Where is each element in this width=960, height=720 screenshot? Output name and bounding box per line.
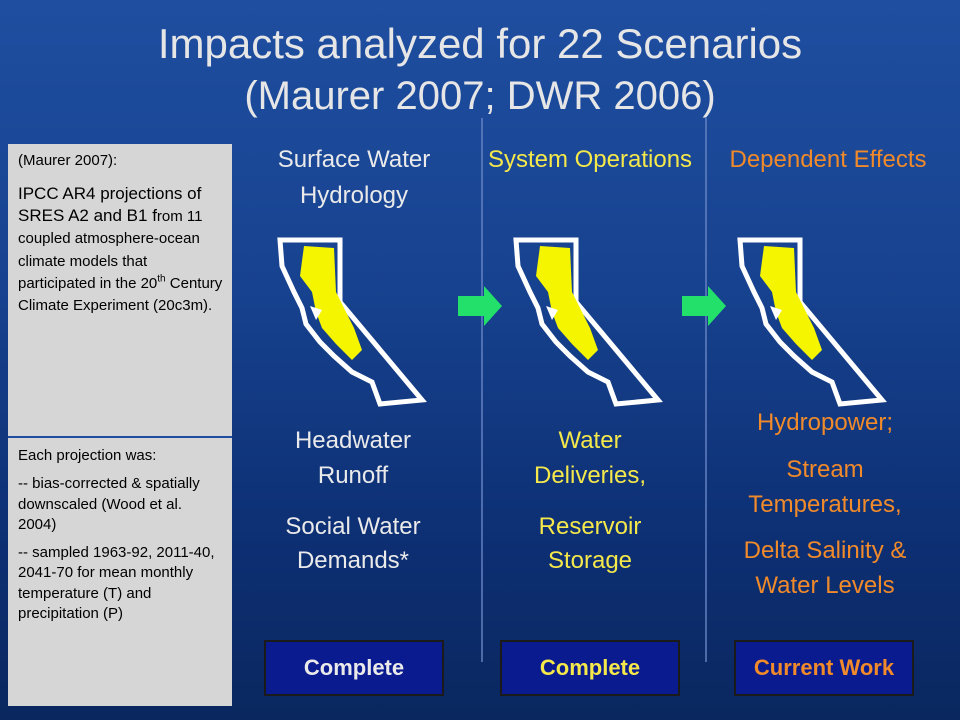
column-items-hydrology: Headwater Runoff Social Water Demands* <box>228 424 478 579</box>
sidebar-source-sup: th <box>157 273 166 285</box>
column-title-hydrology: Surface Water Hydrology <box>277 146 431 209</box>
sidebar-source-text-b: rom 11 coupled atmosphere-ocean climate … <box>18 208 203 292</box>
column-divider <box>705 118 707 662</box>
column-items-effects: Hydropower; Stream Temperatures, Delta S… <box>700 406 950 604</box>
item-hydropower: Hydropower; <box>756 409 894 436</box>
slide-subtitle: (Maurer 2007; DWR 2006) <box>244 74 716 118</box>
right-arrow-icon <box>458 286 502 326</box>
sidebar-source-text: IPCC AR4 projections of SRES A2 and B1 f… <box>18 183 224 316</box>
sidebar-method-step2: -- sampled 1963-92, 2011-40, 2041-70 for… <box>18 544 215 622</box>
california-map-icon <box>277 237 427 407</box>
item-water-deliveries: Water Deliveries, <box>533 427 647 489</box>
sidebar-method-step1: -- bias-corrected & spatially downscaled… <box>18 475 200 533</box>
right-arrow-icon <box>682 286 726 326</box>
item-social-water-demands: Social Water Demands* <box>285 512 421 575</box>
item-headwater-runoff: Headwater Runoff <box>294 427 412 489</box>
item-reservoir-storage: Reservoir Storage <box>538 512 642 575</box>
column-title-operations: System Operations <box>487 146 693 173</box>
item-stream-temperatures: Stream Temperatures, <box>748 455 902 518</box>
sidebar-box-method: Each projection was: -- bias-corrected &… <box>8 436 232 706</box>
status-badge-operations: Complete <box>500 640 680 696</box>
column-items-operations: Water Deliveries, Reservoir Storage <box>465 424 715 579</box>
status-badge-hydrology: Complete <box>264 640 444 696</box>
sidebar-source-text-a: IPCC AR4 projections of SRES A2 and B1 f <box>18 184 202 226</box>
slide-title: Impacts analyzed for 22 Scenarios <box>157 20 803 67</box>
sidebar-notes: (Maurer 2007): IPCC AR4 projections of S… <box>8 144 232 706</box>
column-title-effects: Dependent Effects <box>729 146 927 173</box>
sidebar-box-sources: (Maurer 2007): IPCC AR4 projections of S… <box>8 144 232 436</box>
status-badge-effects: Current Work <box>734 640 914 696</box>
sidebar-source-heading: (Maurer 2007): <box>18 152 118 169</box>
sidebar-source-text-c: Century Climate Experiment (20c3m). <box>18 274 223 315</box>
sidebar-method-heading: Each projection was: <box>18 447 157 464</box>
item-delta-salinity: Delta Salinity & Water Levels <box>743 537 907 600</box>
california-map-icon <box>513 237 663 407</box>
california-map-icon <box>737 237 887 407</box>
column-divider <box>481 118 483 662</box>
